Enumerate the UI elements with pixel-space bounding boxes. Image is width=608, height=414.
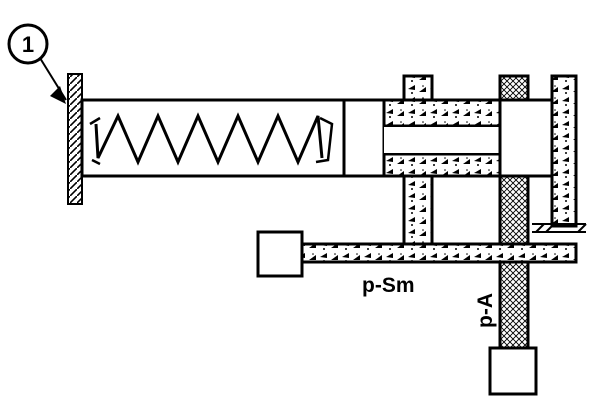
supply-box xyxy=(256,230,304,278)
spool-lower-land xyxy=(382,152,502,178)
spool-upper-land xyxy=(382,98,502,128)
spring xyxy=(89,112,334,166)
top-port-mesh xyxy=(498,74,530,102)
return-channel xyxy=(550,74,578,228)
supply-line xyxy=(300,242,578,264)
output-line xyxy=(498,260,530,350)
spool-bore xyxy=(384,125,500,155)
supply-pressure-label: p-Sm xyxy=(362,274,415,297)
valve-body xyxy=(498,98,554,178)
end-plate xyxy=(67,73,83,205)
piston xyxy=(342,98,386,178)
callout-1: 1 xyxy=(7,23,67,104)
output-box xyxy=(488,346,538,396)
bottom-port-mesh xyxy=(498,174,530,246)
bottom-port-left xyxy=(402,174,434,246)
output-pressure-label: p-A xyxy=(474,293,497,328)
spring-chamber xyxy=(80,98,346,178)
drain-symbol xyxy=(532,223,587,233)
callout-number: 1 xyxy=(22,32,34,57)
top-port-left xyxy=(402,74,434,102)
